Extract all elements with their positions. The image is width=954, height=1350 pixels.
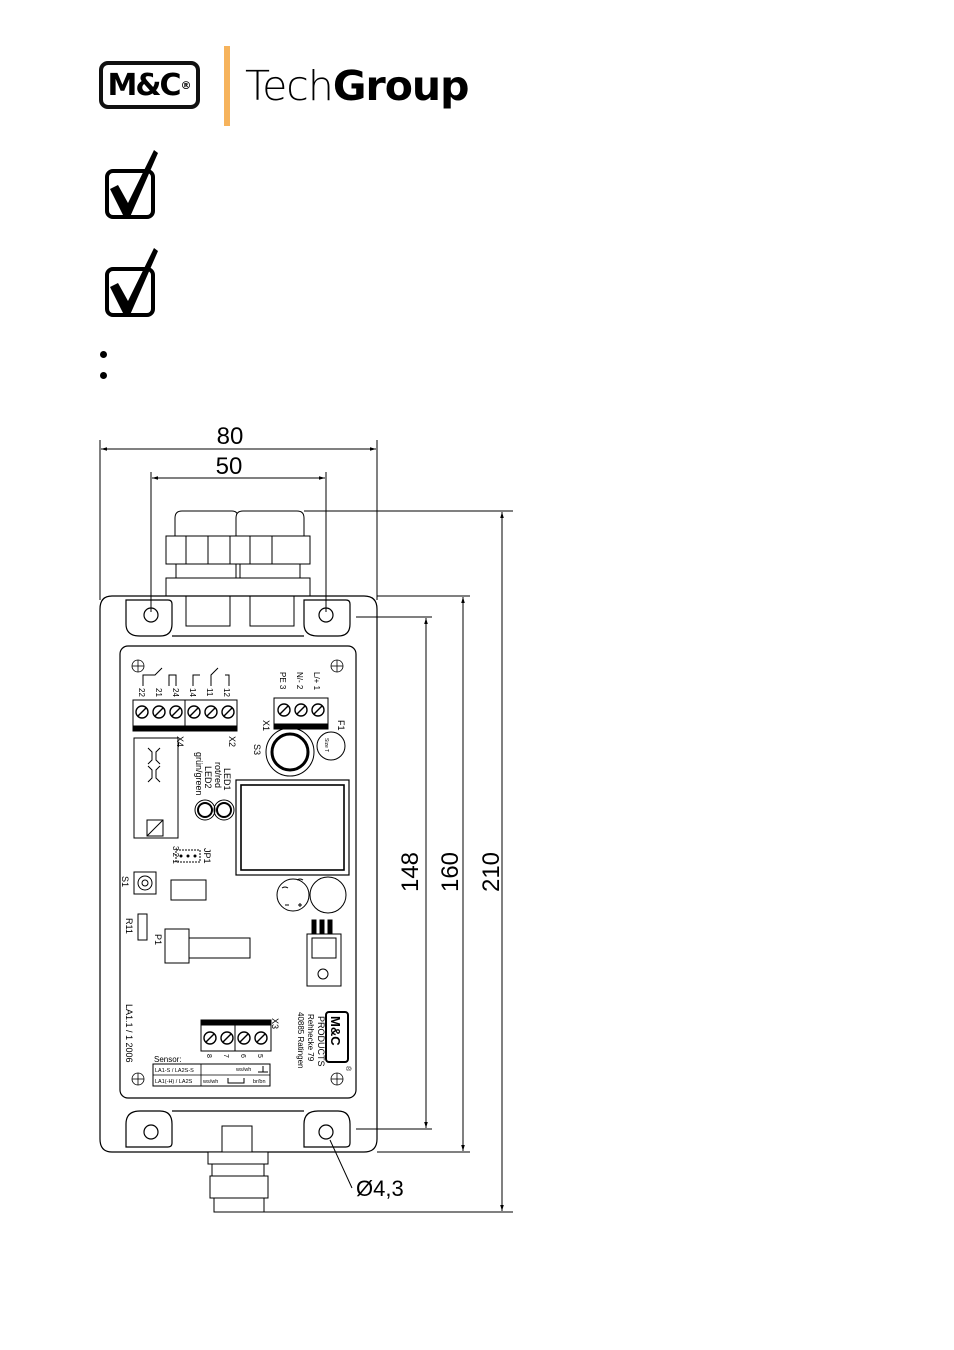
svg-text:8: 8 [205, 1054, 212, 1058]
label-jp1: JP1 [202, 848, 212, 864]
svg-text:Rehhecke 79: Rehhecke 79 [306, 1014, 315, 1062]
svg-text:M&C: M&C [328, 1016, 343, 1046]
svg-text:11: 11 [205, 688, 214, 697]
svg-text:6: 6 [239, 1054, 246, 1058]
label-led2-sub: grün/green [194, 752, 204, 796]
svg-text:LA1(-H) / LA2S: LA1(-H) / LA2S [155, 1079, 193, 1085]
svg-text:Ø4,3: Ø4,3 [356, 1176, 404, 1201]
logo-divider [224, 46, 230, 126]
component-labels: X4 X2 X1 F1 S3 LED1 rot/red LED2 grün/gr… [120, 720, 346, 1063]
svg-text:148: 148 [397, 852, 424, 892]
label-led1: LED1 [222, 768, 232, 791]
sensor-table: Sensor: LA1-S / LA2S-S ws/wh LA1(-H) / L… [152, 1055, 271, 1087]
housing [99, 595, 378, 1153]
terminal-labels-x2: 14 11 12 [188, 688, 231, 697]
label-p1: P1 [153, 934, 163, 945]
svg-text:21: 21 [154, 688, 163, 697]
bullet-point [100, 372, 107, 379]
svg-text:5: 5 [256, 1054, 263, 1058]
svg-text:210: 210 [478, 852, 505, 892]
label-x2: X2 [227, 736, 237, 747]
svg-text:®: ® [344, 1066, 352, 1072]
svg-text:12: 12 [222, 688, 231, 697]
wordmark-bold: Group [332, 62, 470, 110]
button-s1 [133, 871, 157, 895]
label-s3: S3 [252, 744, 262, 755]
label-s1: S1 [120, 876, 130, 887]
checkbox-checked-icon [105, 248, 158, 317]
label-version: LA1.1 / 1 2006 [124, 1004, 134, 1063]
terminal-labels-x3: 8 7 6 5 [205, 1054, 263, 1058]
techgroup-wordmark: TechGroup [245, 62, 470, 110]
capacitors [276, 876, 347, 914]
terminal-block-x1 [273, 697, 329, 730]
terminal-block-x4-x2 [132, 699, 238, 732]
transformer [235, 779, 350, 876]
svg-text:Size T: Size T [323, 738, 329, 752]
dimension-50: 50 [150, 453, 327, 612]
component-box [170, 879, 207, 901]
dimension-148: 148 [356, 616, 432, 1130]
terminal-labels-x1: PE 3 N/- 2 L/+ 1 [278, 672, 321, 691]
svg-text:ws/wh: ws/wh [235, 1067, 251, 1073]
svg-text:PRODUCTS: PRODUCTS [316, 1016, 326, 1067]
svg-text:br/bn: br/bn [253, 1079, 266, 1085]
svg-text:ws/wh: ws/wh [202, 1079, 218, 1085]
svg-text:7: 7 [222, 1054, 229, 1058]
potentiometer-p1 [164, 928, 251, 964]
jumper-jp1 [175, 849, 201, 863]
svg-text:22: 22 [137, 688, 146, 697]
board-brand-block: M&C ® PRODUCTS Rehhecke 79 40885 Ratinge… [296, 1011, 352, 1072]
bullet-point [100, 351, 107, 358]
wordmark-light: Tech [245, 62, 334, 110]
label-x1: X1 [261, 720, 271, 731]
label-r11: R11 [124, 918, 134, 934]
terminal-block-x3 [200, 1019, 272, 1052]
dimension-80: 80 [99, 423, 378, 600]
svg-text:L/+ 1: L/+ 1 [312, 672, 321, 691]
label-x4: X4 [175, 736, 185, 747]
svg-text:24: 24 [171, 688, 180, 697]
logo-reg-mark: ® [180, 78, 192, 92]
svg-text:40885 Ratingen: 40885 Ratingen [296, 1012, 305, 1069]
relay-contact-symbols [142, 667, 230, 686]
relay-component [133, 737, 179, 839]
dimension-80-label: 80 [217, 423, 244, 450]
leds [194, 799, 235, 821]
label-led1-sub: rot/red [213, 762, 223, 788]
svg-text:LA1-S / LA2S-S: LA1-S / LA2S-S [155, 1068, 194, 1074]
bottom-cable-gland [207, 1125, 269, 1213]
logo-mark-text: M&C [107, 67, 181, 103]
svg-text:14: 14 [188, 688, 197, 697]
top-cable-glands [165, 510, 311, 627]
switch-s3 [265, 727, 315, 777]
dimension-160: 160 [377, 595, 470, 1153]
checkbox-checked-icon [105, 150, 158, 219]
terminal-labels-x4: 22 21 24 [137, 688, 180, 697]
label-f1: F1 [336, 720, 346, 731]
svg-text:N/- 2: N/- 2 [295, 672, 304, 690]
voltage-regulator [306, 919, 342, 987]
dimension-50-label: 50 [216, 453, 243, 480]
resistor-r11 [137, 913, 148, 941]
hole-diameter-callout: Ø4,3 [329, 1139, 404, 1201]
svg-text:Sensor:: Sensor: [154, 1055, 182, 1064]
board-screw-marks [131, 659, 344, 1086]
label-led2: LED2 [203, 766, 213, 789]
mc-logo-mark: M&C® [99, 61, 200, 109]
fuse-f1: Size T [316, 731, 346, 761]
svg-text:160: 160 [437, 852, 464, 892]
svg-text:PE 3: PE 3 [278, 672, 287, 690]
dimension-210: 210 [264, 510, 513, 1213]
label-x3: X3 [270, 1018, 280, 1029]
